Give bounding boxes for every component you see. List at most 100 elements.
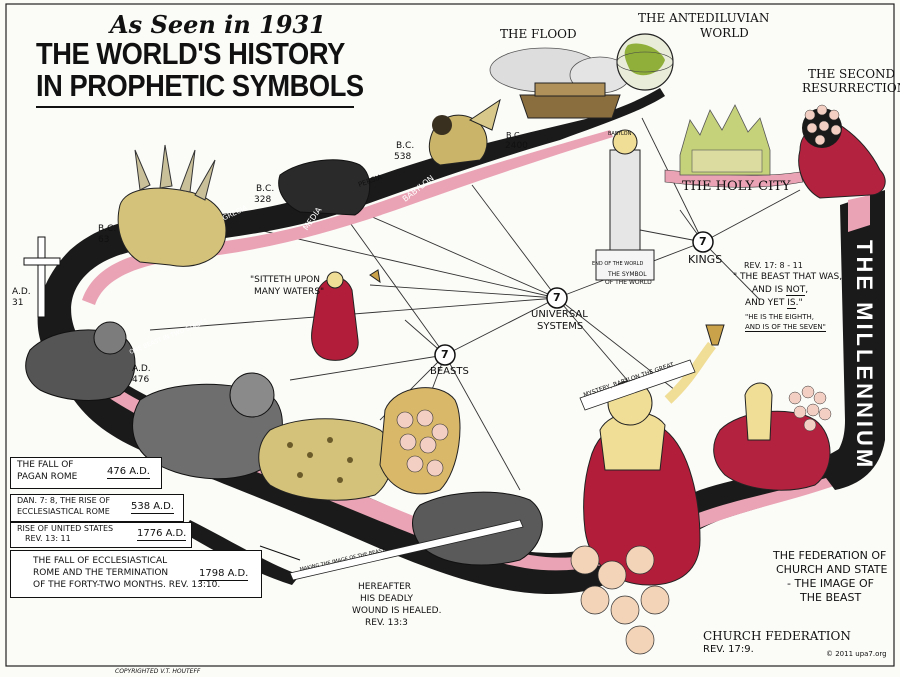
timeline-box-538: DAN. 7: 8, THE RISE OF ECCLESIASTICAL RO… <box>10 494 184 522</box>
date-bc-63-a: B.C. <box>98 224 117 234</box>
church-federation-ref: REV. 17:9. <box>703 644 754 655</box>
persia-bear <box>278 159 371 216</box>
rev17-line3: AND YET IS." <box>745 298 803 309</box>
leopard-beast-rev13 <box>258 418 394 501</box>
flood-ark-illustration <box>489 47 631 119</box>
rev17-line3b: IS <box>787 298 796 309</box>
date-bc-328-a: B.C. <box>256 184 275 194</box>
label-millennium: THE MILLENNIUM <box>852 240 877 471</box>
credit-text: © 2011 upa7.org <box>826 650 887 658</box>
rev17-line2: AND IS NOT, <box>752 285 809 296</box>
timeline-box-476: THE FALL OF PAGAN ROME 476 A.D. <box>10 457 162 489</box>
statue-image <box>595 129 655 281</box>
millennium-band <box>820 190 885 490</box>
rev17-line2a: AND IS <box>752 285 786 295</box>
babylon-lion <box>428 98 501 166</box>
rev17-line2c: , <box>805 285 809 295</box>
image-of-beast-band <box>289 519 524 581</box>
ecclesiastical-beast <box>132 372 283 480</box>
timeline-box-1798: THE FALL OF ECCLESIASTICAL ROME AND THE … <box>10 550 262 598</box>
timeline-1798-event-3: OF THE FORTY-TWO MONTHS. REV. 13:10. <box>33 580 221 590</box>
label-antediluvian-2: WORLD <box>700 26 749 40</box>
label-second-resurrection-1: THE SECOND <box>808 67 896 81</box>
grecia-leopard <box>117 144 227 267</box>
title-line1: THE WORLD'S HISTORY <box>36 36 345 71</box>
federation-line-2: CHURCH AND STATE <box>776 563 888 576</box>
millennium-band-top <box>848 195 870 232</box>
date-bc-328-b: 328 <box>254 195 272 205</box>
timeline-476-event-2: PAGAN ROME <box>17 472 78 482</box>
label-the-flood: THE FLOOD <box>500 27 577 41</box>
sitteth-label-2: MANY WATERS" <box>254 287 325 297</box>
copyright-text: COPYRIGHTED V.T. HOUTEFF <box>115 668 201 675</box>
label-holy-city: THE HOLY CITY <box>682 179 791 194</box>
timeline-box-1776: RISE OF UNITED STATES REV. 13: 11 1776 A… <box>10 522 192 548</box>
systems-node-label-2: SYSTEMS <box>537 321 584 332</box>
rev17-line5: AND IS OF THE SEVEN" <box>745 323 826 333</box>
rev17-line4: "HE IS THE EIGHTH, <box>745 313 814 321</box>
timeline-538-event-1: DAN. 7: 8, THE RISE OF <box>17 496 111 505</box>
antediluvian-globe <box>616 33 674 91</box>
timeline-1776-event-1: RISE OF UNITED STATES <box>17 524 114 533</box>
timeline-476-date: 476 A.D. <box>107 466 150 479</box>
beasts-node-label: BEASTS <box>430 366 469 377</box>
timeline-1798-date: 1798 A.D. <box>199 568 249 581</box>
rev17-line1: " THE BEAST THAT WAS, <box>733 272 843 282</box>
date-bc-2400-a: B.C. <box>506 131 523 140</box>
date-bc-538-b: 538 <box>394 152 412 162</box>
systems-node-circle <box>546 287 568 309</box>
statue-base-1: THE SYMBOL <box>608 271 647 278</box>
date-ad-31-a: A.D. <box>12 287 31 297</box>
statue-ring-label: END OF THE WORLD <box>592 261 644 267</box>
date-bc-538-a: B.C. <box>396 141 415 151</box>
red-lion-second-resurrection <box>798 104 886 199</box>
systems-node-label-1: UNIVERSAL <box>531 309 588 320</box>
timeline-538-date: 538 A.D. <box>131 501 174 514</box>
date-ad-31-b: 31 <box>12 298 24 308</box>
title-line2: IN PROPHETIC SYMBOLS <box>36 68 364 103</box>
date-ad-476-a: A.D. <box>132 364 151 374</box>
kings-node-circle <box>692 231 714 253</box>
wound-line-4: REV. 13:3 <box>365 618 408 628</box>
node-circles <box>434 231 714 366</box>
date-ad-476-b: 476 <box>132 375 150 385</box>
federation-line-4: THE BEAST <box>800 591 862 604</box>
timeline-1776-event-2: REV. 13: 11 <box>25 534 71 543</box>
mystery-banner <box>579 359 696 411</box>
pagan-rome-beast <box>25 321 136 401</box>
beasts-node-circle <box>434 344 456 366</box>
rev17-ref: REV. 17: 8 - 11 <box>744 261 803 270</box>
kings-node-label: KINGS <box>688 253 723 266</box>
label-second-resurrection-2: RESURRECTION <box>802 81 900 95</box>
federation-line-1: THE FEDERATION OF <box>773 549 887 562</box>
rev17-line3a: AND YET <box>745 298 788 308</box>
timeline-1776-date: 1776 A.D. <box>137 528 187 541</box>
timeline-476-event-1: THE FALL OF <box>17 460 74 470</box>
beasts-node-number: 7 <box>441 348 449 361</box>
church-federation-label: CHURCH FEDERATION <box>703 629 851 643</box>
timeline-1798-event-2: ROME AND THE TERMINATION <box>33 568 169 578</box>
title-underline <box>36 106 354 108</box>
rev17-line2b: NOT <box>785 285 806 296</box>
systems-node-number: 7 <box>553 291 561 304</box>
federation-line-3: - THE IMAGE OF <box>787 577 874 590</box>
timeline-538-event-2: ECCLESIASTICAL ROME <box>17 507 110 516</box>
sitteth-label-1: "SITTETH UPON <box>250 275 320 285</box>
wound-line-2: HIS DEADLY <box>360 594 414 604</box>
woman-on-waters <box>311 269 381 361</box>
date-bc-2400-b: 2400 <box>505 141 528 151</box>
cross-ad31 <box>23 236 61 318</box>
timeline-1798-event-1: THE FALL OF ECCLESIASTICAL <box>33 556 168 566</box>
statue-base-2: OF THE WORLD <box>605 279 652 286</box>
date-bc-63-b: 63 <box>98 235 110 245</box>
seven-headed-beast <box>379 387 461 495</box>
label-antediluvian-1: THE ANTEDILUVIAN <box>638 11 770 25</box>
title-kicker: As Seen in 1931 <box>110 10 326 39</box>
statue-top-label: BABYLON <box>608 131 632 137</box>
woman-on-red-beast <box>713 382 832 491</box>
holy-city-illustration <box>679 104 771 176</box>
rev17-line3c: ." <box>795 298 803 308</box>
wound-line-1: HEREAFTER <box>358 582 412 592</box>
wound-line-3: WOUND IS HEALED. <box>352 606 442 616</box>
